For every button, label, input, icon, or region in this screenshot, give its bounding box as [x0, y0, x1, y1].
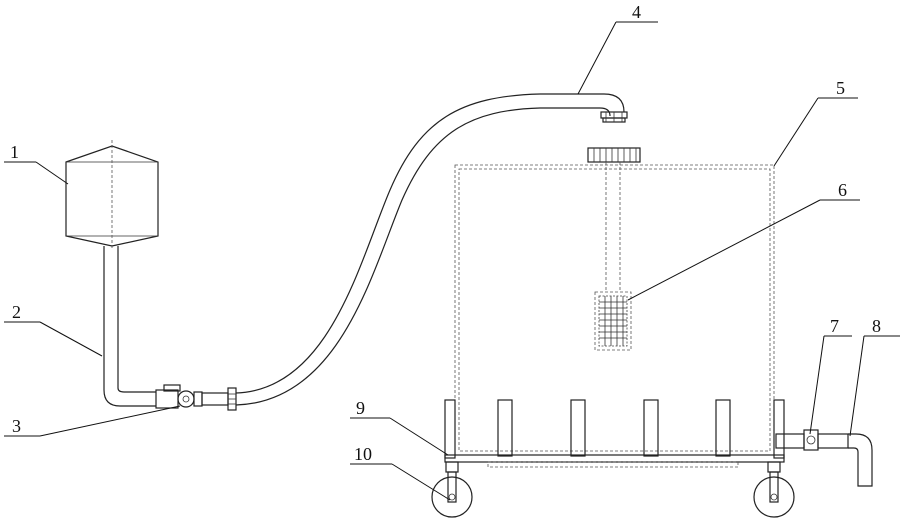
wheel-left — [431, 471, 473, 518]
callouts: 1 2 3 4 5 6 7 8 9 10 — [4, 2, 900, 501]
vertical-pipe — [103, 246, 156, 407]
label-7: 7 — [830, 316, 839, 336]
label-8: 8 — [872, 316, 881, 336]
filter-mesh — [599, 296, 627, 346]
hose — [235, 93, 628, 406]
tank-inlet-flange — [587, 147, 641, 163]
filter-element — [594, 291, 632, 351]
hopper — [65, 140, 159, 250]
inner-pipe — [605, 162, 621, 292]
wheel-right — [753, 471, 795, 518]
hose-coupling — [201, 387, 237, 411]
label-9: 9 — [356, 398, 365, 418]
outlet-pipe — [848, 433, 873, 487]
label-6: 6 — [838, 180, 847, 200]
label-2: 2 — [12, 302, 21, 322]
frame — [444, 399, 785, 473]
outlet-valve — [775, 429, 849, 451]
label-5: 5 — [836, 78, 845, 98]
label-3: 3 — [12, 416, 21, 436]
label-1: 1 — [10, 142, 19, 162]
valve — [155, 384, 203, 409]
label-4: 4 — [632, 2, 641, 22]
tank — [454, 164, 775, 456]
label-10: 10 — [354, 444, 372, 464]
